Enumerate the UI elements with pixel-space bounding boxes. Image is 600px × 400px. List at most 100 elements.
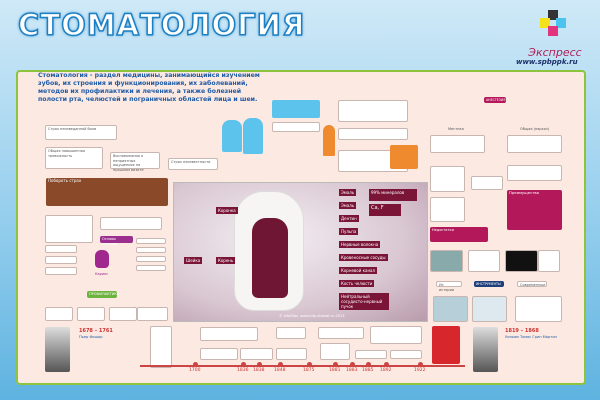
overcome-fear-box: Побороть страх [46, 178, 168, 206]
info-box [432, 326, 460, 364]
enamel-label: Эмаль [339, 202, 357, 209]
bundle-label: Нейтральный сосудисто-нервный пучок [339, 293, 389, 310]
info-box [200, 348, 238, 360]
info-box [109, 307, 137, 321]
logo: Экспресс [520, 8, 590, 68]
portrait-morton [473, 327, 498, 372]
instrument-image [433, 296, 468, 322]
nerves-label: Нервные волокна [339, 241, 381, 248]
memory-box: Воспоминания о неприятных ощущениях на п… [110, 152, 160, 172]
info-box [338, 128, 408, 140]
timeline-year: 1700 [189, 368, 201, 373]
info-box [45, 267, 77, 275]
general-anesthesia-label: Общая (наркоз) [520, 127, 550, 131]
timeline-year: 1881 [329, 368, 341, 373]
logo-cube-icon [548, 10, 558, 20]
canal-label: Корневой канал [339, 267, 378, 274]
page-title: СТОМАТОЛОГИЯ [17, 7, 306, 43]
info-box [538, 250, 560, 272]
info-box [276, 327, 306, 339]
timeline-dot [333, 362, 338, 367]
dentist-figure-icon [323, 125, 335, 156]
anxiety-box: Общая повышенная тревожность [45, 147, 103, 169]
info-box [45, 245, 77, 253]
info-box [136, 247, 166, 253]
timeline-dot [384, 362, 389, 367]
timeline-year: 1875 [303, 368, 315, 373]
info-box [150, 326, 172, 368]
info-box [45, 307, 73, 321]
timeline-year: 1883 [346, 368, 358, 373]
portrait-fauchard [45, 327, 70, 372]
info-box [471, 176, 503, 190]
logo-cube-icon [548, 26, 558, 36]
info-box [515, 296, 562, 322]
pulp-label: Пульпа [339, 228, 359, 235]
timeline-dot [193, 362, 198, 367]
info-box [276, 348, 307, 360]
info-box [370, 326, 422, 344]
info-box [45, 215, 93, 243]
timeline-year: 1838 [253, 368, 265, 373]
info-box [320, 343, 350, 360]
bio-left-name: Пьер Фошар [79, 335, 103, 339]
crown-label: Коронка [216, 207, 238, 214]
info-box [272, 122, 320, 132]
history-label: Из истории [436, 281, 462, 292]
info-box [507, 165, 562, 181]
enamel-top-label: Эмаль [339, 189, 357, 196]
caries-label: Кариес [95, 272, 109, 276]
bio-right-name: Уильям Томас Грин Мортон [505, 335, 557, 339]
bio-right-years: 1819 – 1868 [505, 328, 539, 334]
ca-f-label: Ca, F [369, 204, 401, 216]
info-box [507, 135, 562, 153]
info-box [200, 327, 258, 341]
info-box [136, 265, 166, 271]
info-box [430, 135, 485, 153]
instrument-image [505, 250, 538, 272]
info-box [390, 145, 418, 169]
timeline-dot [418, 362, 423, 367]
timeline-dot [366, 362, 371, 367]
timeline-year: 1848 [274, 368, 286, 373]
info-box [136, 238, 166, 244]
patient-figure-icon [222, 120, 242, 152]
caries-treatment-label: Основы лечения [100, 236, 133, 246]
root-label: Корень [216, 257, 236, 264]
info-box [45, 256, 77, 264]
instrument-image [472, 296, 507, 322]
timeline-year: 1885 [362, 368, 374, 373]
instrument-image [468, 250, 500, 272]
info-box [318, 327, 364, 339]
bone-label: Кость челюсти [339, 280, 375, 287]
info-box [136, 256, 166, 262]
timeline-dot [241, 362, 246, 367]
info-box [355, 350, 387, 359]
logo-cube-icon [556, 18, 566, 28]
info-box [240, 348, 273, 360]
timeline-dot [307, 362, 312, 367]
image-copyright: © InfoGlaz, www.info-stomat.ru 2013 [279, 314, 345, 318]
info-box [430, 166, 465, 192]
info-box [137, 307, 168, 321]
logo-text: Экспресс [528, 46, 582, 59]
dentin-label: Дентин [339, 215, 359, 222]
timeline-year: 1922 [414, 368, 426, 373]
info-box [100, 217, 162, 230]
anesthesia-title: АНЕСТЕЗИЯ [484, 97, 506, 103]
instruments-title: ИНСТРУМЕНТЫ [474, 281, 504, 287]
patient-figure-icon [243, 118, 263, 154]
tooth-cross-section [234, 191, 304, 311]
drawbacks-box: Недостатки [430, 227, 488, 242]
info-box [390, 350, 422, 359]
logo-cube-icon [540, 18, 550, 28]
timeline-year: 1836 [237, 368, 249, 373]
info-box [272, 100, 320, 118]
vessels-label: Кровеносные сосуды [339, 254, 388, 261]
site-link[interactable]: www.spbppk.ru [516, 58, 578, 66]
timeline-dot [350, 362, 355, 367]
prevention-label: ПРОФИЛАКТИКА [87, 291, 120, 298]
instrument-image [430, 250, 463, 272]
minerals-label: 99% минералов [369, 189, 417, 201]
pulp-shape [252, 218, 288, 298]
